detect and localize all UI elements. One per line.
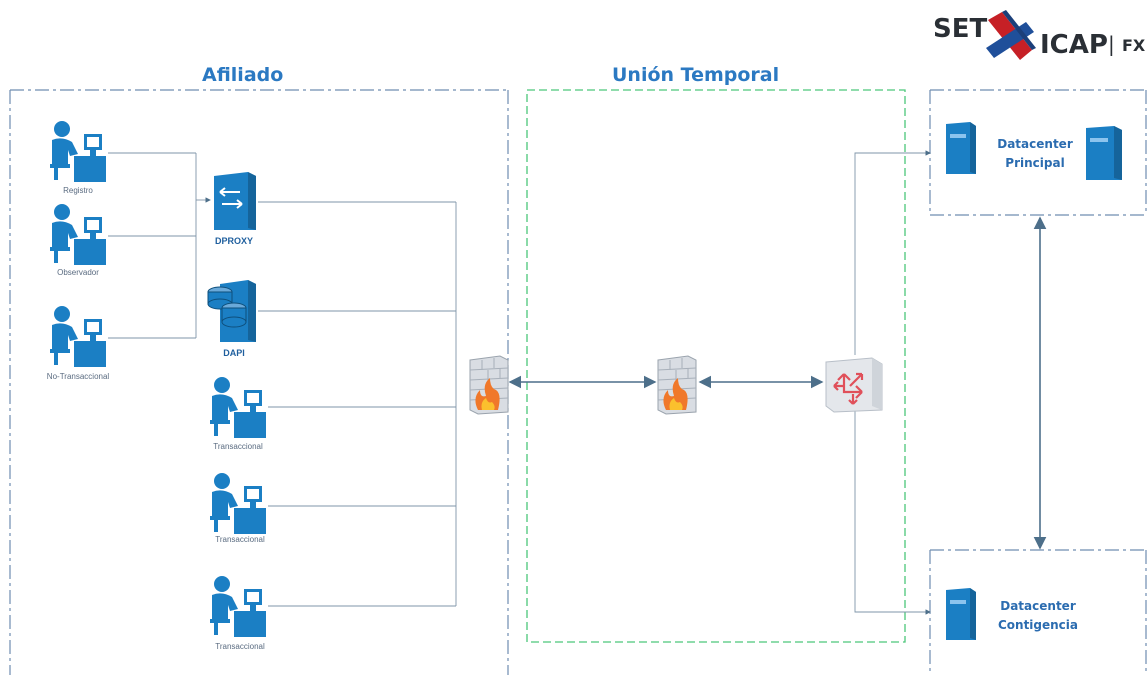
datacenter-principal-line2: Principal xyxy=(1005,156,1065,170)
logo-separator: | xyxy=(1108,32,1115,56)
user-label-observador: Observador xyxy=(57,268,99,277)
union-temporal-zone-border xyxy=(526,89,906,643)
datacenter-principal-label: Datacenter Principal xyxy=(990,135,1080,173)
afiliado-bus-connectors xyxy=(258,201,457,607)
user-label-transaccional-3: Transaccional xyxy=(215,642,265,651)
user-workstation-icon xyxy=(210,473,266,534)
logo-fx-text: FX xyxy=(1122,36,1146,55)
firewall-icon xyxy=(469,355,509,415)
user-workstation-icon xyxy=(210,576,266,637)
logo-cross-icon xyxy=(986,10,1036,60)
logo-set-text: SET xyxy=(933,14,988,44)
user-label-registro: Registro xyxy=(63,186,93,195)
server-tower-icon xyxy=(946,122,976,174)
user-workstation-icon xyxy=(50,121,106,182)
user-workstation-icon xyxy=(50,204,106,265)
user-workstation-icon xyxy=(50,306,106,367)
server-label-dproxy: DPROXY xyxy=(214,236,253,246)
afiliado-zone-title: Afiliado xyxy=(202,64,284,86)
seticap-fx-logo: SET ICAP | FX xyxy=(930,8,1145,70)
user-label-transaccional-2: Transaccional xyxy=(215,535,265,544)
datacenter-contigencia-line2: Contigencia xyxy=(997,618,1079,632)
database-server-icon xyxy=(207,280,256,342)
datacenter-principal-line1: Datacenter xyxy=(997,137,1073,151)
datacenter-contigencia-label: Datacenter Contigencia xyxy=(990,597,1086,635)
server-tower-icon xyxy=(946,588,976,640)
user-label-no-transaccional: No-Transaccional xyxy=(46,372,110,381)
proxy-server-icon xyxy=(214,172,256,230)
user-workstation-icon xyxy=(210,377,266,438)
user-dproxy-connectors xyxy=(108,152,211,339)
datacenter-principal-border xyxy=(929,89,1148,216)
server-tower-icon xyxy=(1086,126,1122,180)
afiliado-zone-border xyxy=(9,89,509,675)
union-temporal-zone-title: Unión Temporal xyxy=(612,64,780,86)
datacenter-contigencia-line1: Datacenter xyxy=(1000,599,1076,613)
user-label-transaccional-1: Transaccional xyxy=(213,442,263,451)
server-label-dapi: DAPI xyxy=(223,348,245,358)
logo-icap-text: ICAP xyxy=(1040,30,1108,60)
firewall-icon xyxy=(657,355,697,415)
router-datacenter-connectors xyxy=(854,150,931,615)
router-icon xyxy=(825,357,883,413)
